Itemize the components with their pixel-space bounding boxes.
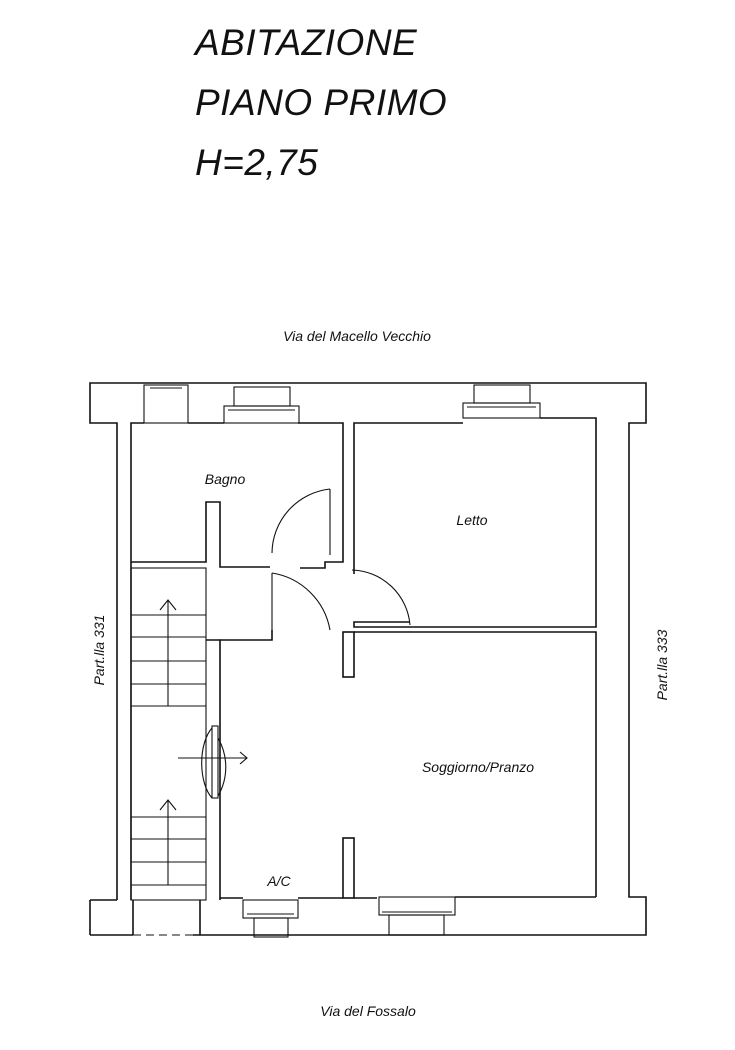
staircase xyxy=(130,567,207,901)
room-label-ac: A/C xyxy=(266,873,291,889)
room-label-bagno: Bagno xyxy=(205,471,246,487)
title-line-3: H=2,75 xyxy=(195,142,319,183)
street-north-label: Via del Macello Vecchio xyxy=(283,328,431,344)
window-north-1 xyxy=(143,384,189,424)
room-label-soggiorno: Soggiorno/Pranzo xyxy=(422,759,534,775)
parcel-west-label: Part.lla 331 xyxy=(91,615,107,686)
window-north-2 xyxy=(223,386,300,424)
partition xyxy=(220,631,597,899)
door-letto xyxy=(351,569,411,626)
title-line-2: PIANO PRIMO xyxy=(195,82,448,123)
window-north-3 xyxy=(462,384,541,419)
street-south-label: Via del Fossalo xyxy=(320,1003,416,1019)
parcel-east-label: Part.lla 333 xyxy=(654,629,670,700)
window-south-2 xyxy=(378,896,456,936)
room-label-letto: Letto xyxy=(456,512,487,528)
door-bagno xyxy=(271,488,331,555)
title-line-1: ABITAZIONE xyxy=(195,22,418,63)
room-bagno: Bagno xyxy=(131,471,270,568)
outer-walls xyxy=(89,382,647,936)
door-corridor xyxy=(206,572,331,900)
room-letto: Letto xyxy=(353,417,597,628)
window-south-1 xyxy=(242,899,299,938)
entry-door xyxy=(178,725,248,799)
